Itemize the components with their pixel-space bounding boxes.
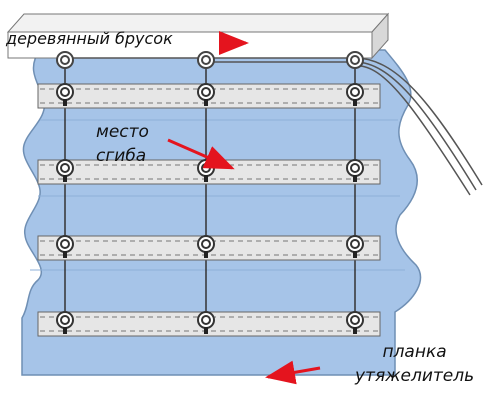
ring-icon (346, 83, 364, 106)
ring-icon (197, 51, 215, 69)
wooden-beam-label: деревянный брусок (6, 29, 173, 48)
ring-icon (197, 235, 215, 258)
ring-icon (346, 159, 364, 182)
fabric-panel (21, 49, 422, 376)
ring-icon (346, 235, 364, 258)
ring-icon (56, 51, 74, 69)
ring-icon (197, 311, 215, 334)
ring-icon (56, 83, 74, 106)
weight-bar-line1: планка (382, 342, 447, 362)
ring-icon (56, 311, 74, 334)
fold-place-label: место сгиба (96, 120, 149, 168)
ring-icon (197, 83, 215, 106)
ring-icon (346, 311, 364, 334)
weight-bar-label: планка утяжелитель (355, 340, 474, 388)
fold-place-line1: место (96, 122, 149, 142)
red-arrow-icon (167, 138, 235, 170)
ring-icon (56, 235, 74, 258)
weight-bar-line2: утяжелитель (355, 366, 475, 386)
ring-icon (346, 51, 364, 69)
red-arrow-icon (265, 360, 321, 385)
beam-rings (56, 51, 364, 69)
fold-place-line2: сгиба (96, 146, 147, 166)
ring-icon (56, 159, 74, 182)
slat-rings (56, 83, 364, 334)
